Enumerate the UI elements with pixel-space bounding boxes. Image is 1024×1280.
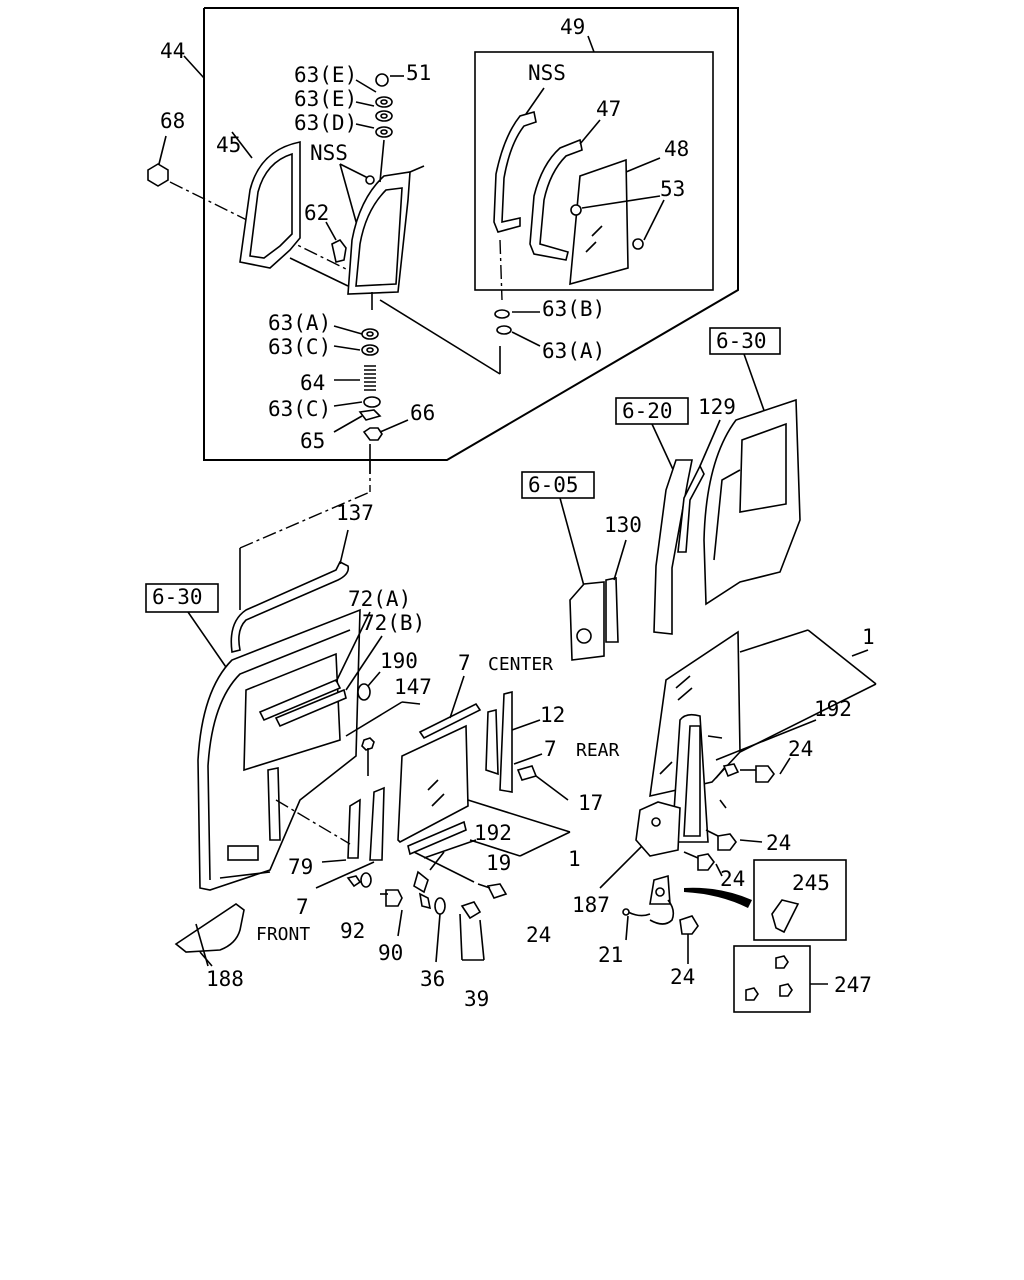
box-247 xyxy=(733,945,828,1013)
label-53: 53 xyxy=(660,177,685,201)
label-192-right: 192 xyxy=(814,697,852,721)
label-nss-right: NSS xyxy=(528,61,566,85)
label-63a-right: 63(A) xyxy=(542,339,605,363)
label-68: 68 xyxy=(160,109,185,133)
channels-center xyxy=(418,675,569,801)
label-64: 64 xyxy=(300,371,325,395)
label-21: 21 xyxy=(598,943,623,967)
label-1-right: 1 xyxy=(862,625,875,649)
label-63d: 63(D) xyxy=(294,111,357,135)
callout-labels: 44 68 45 62 49 NSS NSS 47 48 53 51 63(E)… xyxy=(152,15,875,1011)
label-45: 45 xyxy=(216,133,241,157)
label-192-left: 192 xyxy=(474,821,512,845)
label-66: 66 xyxy=(410,401,435,425)
label-12: 12 xyxy=(540,703,565,727)
label-7-front: 7 xyxy=(296,895,309,919)
label-63e-1: 63(E) xyxy=(294,63,357,87)
fasteners-front xyxy=(346,872,508,963)
label-19: 19 xyxy=(486,851,511,875)
label-63a-left: 63(A) xyxy=(268,311,331,335)
glass-run-front xyxy=(267,767,385,889)
label-36: 36 xyxy=(420,967,445,991)
clip-62 xyxy=(325,221,347,263)
cab-door-right xyxy=(703,327,801,606)
seal-center xyxy=(289,165,503,375)
label-137: 137 xyxy=(336,501,374,525)
label-49: 49 xyxy=(560,15,585,39)
label-63c-1: 63(C) xyxy=(268,335,331,359)
label-190: 190 xyxy=(380,649,418,673)
bolt-68 xyxy=(147,135,349,271)
box-49-parts xyxy=(493,87,665,347)
label-79: 79 xyxy=(288,855,313,879)
trim-188 xyxy=(174,871,271,967)
motor-harness-21 xyxy=(622,874,699,964)
label-187: 187 xyxy=(572,893,610,917)
label-front: FRONT xyxy=(256,924,310,945)
cab-door-left xyxy=(145,460,371,891)
seal-45 xyxy=(231,131,301,269)
door-glass-center xyxy=(397,724,571,920)
label-24-low: 24 xyxy=(720,867,745,891)
label-6-30-left: 6-30 xyxy=(152,585,203,609)
washer-stack-top xyxy=(355,73,404,183)
label-nss-left: NSS xyxy=(310,141,348,165)
label-72b: 72(B) xyxy=(362,611,425,635)
label-63b: 63(B) xyxy=(542,297,605,321)
label-rear: REAR xyxy=(576,740,620,761)
assembly-44-frame xyxy=(183,7,739,461)
label-6-05: 6-05 xyxy=(528,473,579,497)
bracket-6-05 xyxy=(521,471,627,661)
label-24-mid: 24 xyxy=(766,831,791,855)
label-7-rear: 7 xyxy=(544,737,557,761)
label-92: 92 xyxy=(340,919,365,943)
label-17: 17 xyxy=(578,791,603,815)
label-24-bottom: 24 xyxy=(670,965,695,989)
box-245 xyxy=(684,859,847,941)
label-129: 129 xyxy=(698,395,736,419)
label-1-left: 1 xyxy=(568,847,581,871)
label-188: 188 xyxy=(206,967,244,991)
label-63c-2: 63(C) xyxy=(268,397,331,421)
washer-stack-bottom xyxy=(333,325,409,474)
label-90: 90 xyxy=(378,941,403,965)
label-147: 147 xyxy=(394,675,432,699)
label-24-front: 24 xyxy=(526,923,551,947)
label-6-20: 6-20 xyxy=(622,399,673,423)
label-24-top: 24 xyxy=(788,737,813,761)
pillar-6-20 xyxy=(615,397,721,635)
label-47: 47 xyxy=(596,97,621,121)
label-39: 39 xyxy=(464,987,489,1011)
label-62: 62 xyxy=(304,201,329,225)
label-7-center: 7 xyxy=(458,651,471,675)
label-51: 51 xyxy=(406,61,431,85)
label-63e-2: 63(E) xyxy=(294,87,357,111)
label-245: 245 xyxy=(792,871,830,895)
regulator-187 xyxy=(599,713,817,889)
label-65: 65 xyxy=(300,429,325,453)
channels-72 xyxy=(258,611,421,776)
label-48: 48 xyxy=(664,137,689,161)
label-44: 44 xyxy=(160,39,185,63)
label-130: 130 xyxy=(604,513,642,537)
label-6-30-right: 6-30 xyxy=(716,329,767,353)
label-247: 247 xyxy=(834,973,872,997)
regulator-bolts-24 xyxy=(683,757,791,877)
label-center: CENTER xyxy=(488,654,553,675)
label-72a: 72(A) xyxy=(348,587,411,611)
